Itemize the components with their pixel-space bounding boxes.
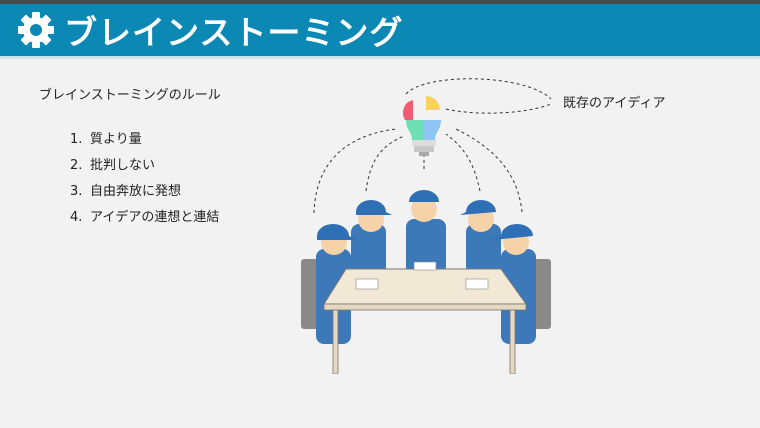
gear-icon	[18, 12, 54, 48]
item-number: 2.	[70, 158, 83, 173]
header-divider	[0, 56, 760, 59]
list-item: 3. 自由奔放に発想	[70, 180, 219, 206]
list-item: 2. 批判しない	[70, 154, 219, 180]
brainstorming-illustration	[301, 78, 552, 374]
table	[323, 261, 527, 374]
existing-ideas-label: 既存のアイディア	[563, 96, 666, 111]
slide-title: ブレインストーミング	[64, 13, 404, 52]
item-text: アイデアの連想と連結	[90, 210, 220, 225]
rules-list: 1. 質より量 2. 批判しない 3. 自由奔放に発想 4. アイデアの連想と連結	[70, 128, 219, 232]
list-item: 1. 質より量	[70, 128, 219, 154]
connection-lines	[313, 78, 552, 214]
item-text: 質より量	[90, 132, 142, 147]
item-number: 3.	[70, 184, 83, 199]
rules-heading: ブレインストーミングのルール	[39, 88, 221, 103]
lightbulb-icon	[402, 96, 441, 156]
item-number: 4.	[70, 210, 83, 225]
list-item: 4. アイデアの連想と連結	[70, 206, 219, 232]
item-text: 批判しない	[90, 158, 156, 173]
item-number: 1.	[70, 132, 83, 147]
slide-header: ブレインストーミング	[0, 4, 760, 56]
top-bar	[0, 0, 760, 4]
item-text: 自由奔放に発想	[90, 184, 182, 199]
